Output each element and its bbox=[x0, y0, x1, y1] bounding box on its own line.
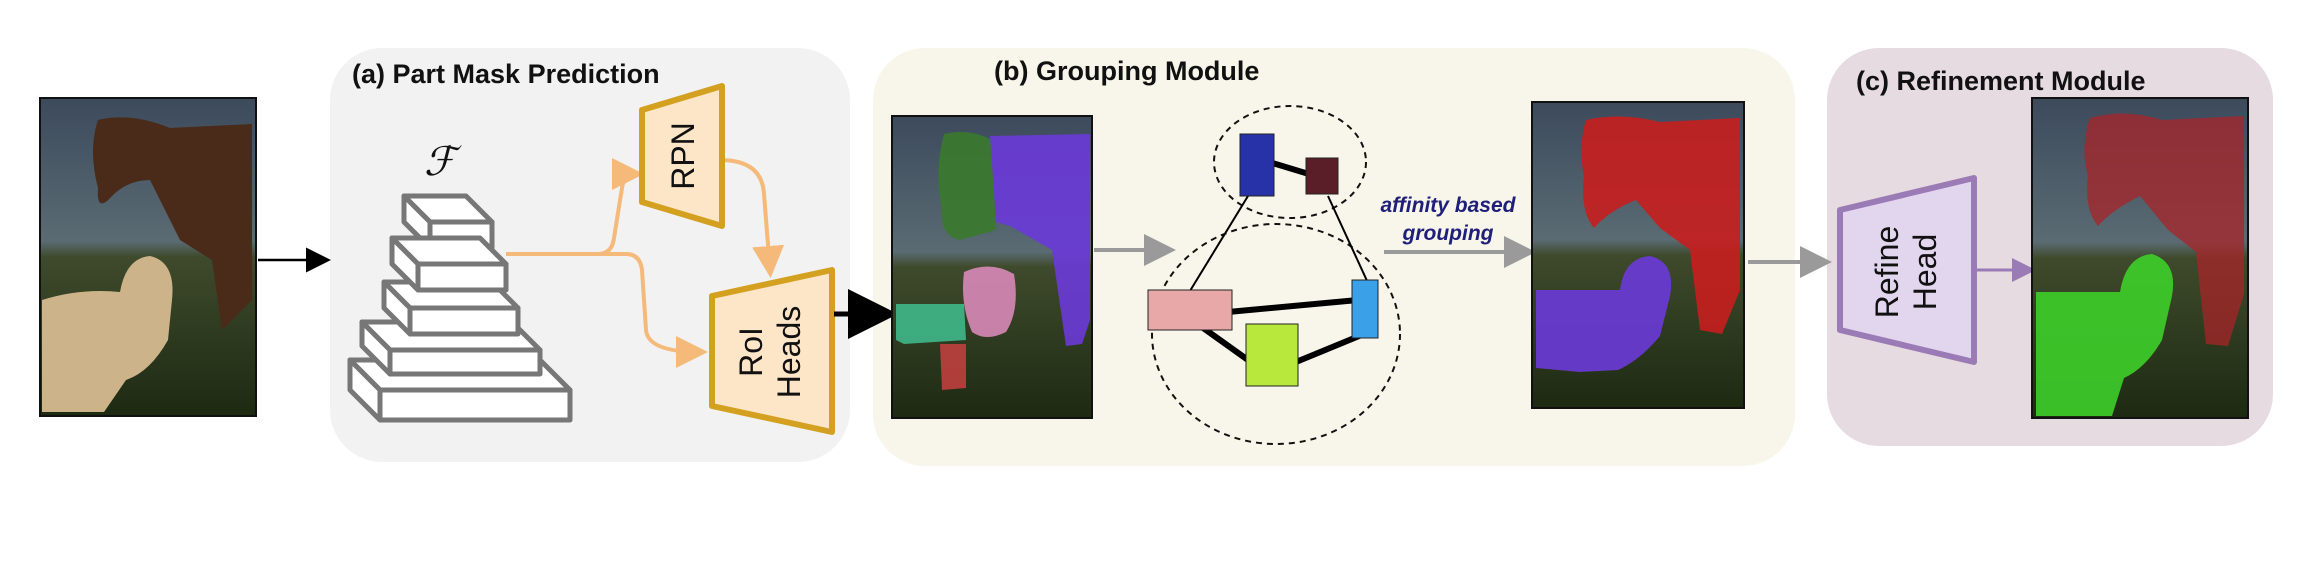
panel-b-title: (b) Grouping Module bbox=[994, 56, 1259, 86]
part-mask-dog-head bbox=[963, 266, 1016, 337]
node-horse-body bbox=[1239, 133, 1275, 197]
output-image bbox=[2031, 97, 2249, 419]
dog-silhouette bbox=[42, 256, 173, 412]
grouped-dog-mask bbox=[1536, 256, 1672, 372]
affinity-graph bbox=[1147, 105, 1401, 445]
output-dog-mask bbox=[2036, 254, 2174, 416]
node-horse-head bbox=[1305, 157, 1339, 195]
node-dog-head bbox=[1245, 323, 1299, 387]
part-mask-horse-head bbox=[938, 132, 996, 240]
refine-head-block: Refine Head bbox=[1837, 175, 1977, 365]
horse-silhouette bbox=[93, 117, 252, 330]
rpn-block: RPN bbox=[639, 83, 725, 229]
dog-cluster bbox=[1151, 223, 1401, 445]
grouped-horse-mask bbox=[1581, 116, 1740, 334]
output-horse-mask bbox=[2084, 113, 2244, 346]
rpn-label: RPN bbox=[665, 122, 701, 190]
refine-head-label-line2: Head bbox=[1907, 234, 1943, 311]
refine-head-label-line1: Refine bbox=[1869, 226, 1905, 319]
feature-pyramid bbox=[347, 193, 573, 423]
arrow-features-to-roi bbox=[506, 252, 708, 368]
part-mask-dog-leg bbox=[940, 344, 966, 390]
panel-c-title: (c) Refinement Module bbox=[1856, 66, 2146, 96]
roi-heads-label-line1: RoI bbox=[733, 327, 769, 377]
input-image bbox=[39, 97, 257, 417]
roi-heads-label-line2: Heads bbox=[771, 306, 807, 399]
horse-cluster bbox=[1213, 105, 1367, 219]
part-mask-horse-body bbox=[990, 134, 1090, 346]
part-mask-dog-body bbox=[896, 304, 966, 344]
affinity-label-line2: grouping bbox=[1402, 222, 1494, 245]
node-dog-body bbox=[1147, 289, 1233, 331]
arrow-rpn-to-roi bbox=[719, 158, 785, 278]
part-mask-image bbox=[891, 115, 1093, 419]
roi-heads-block: RoI Heads bbox=[709, 267, 835, 435]
grouped-image bbox=[1531, 101, 1745, 409]
affinity-label-line1: affinity based bbox=[1381, 194, 1517, 217]
panel-a-title: (a) Part Mask Prediction bbox=[352, 59, 660, 89]
node-dog-leg bbox=[1351, 279, 1379, 339]
